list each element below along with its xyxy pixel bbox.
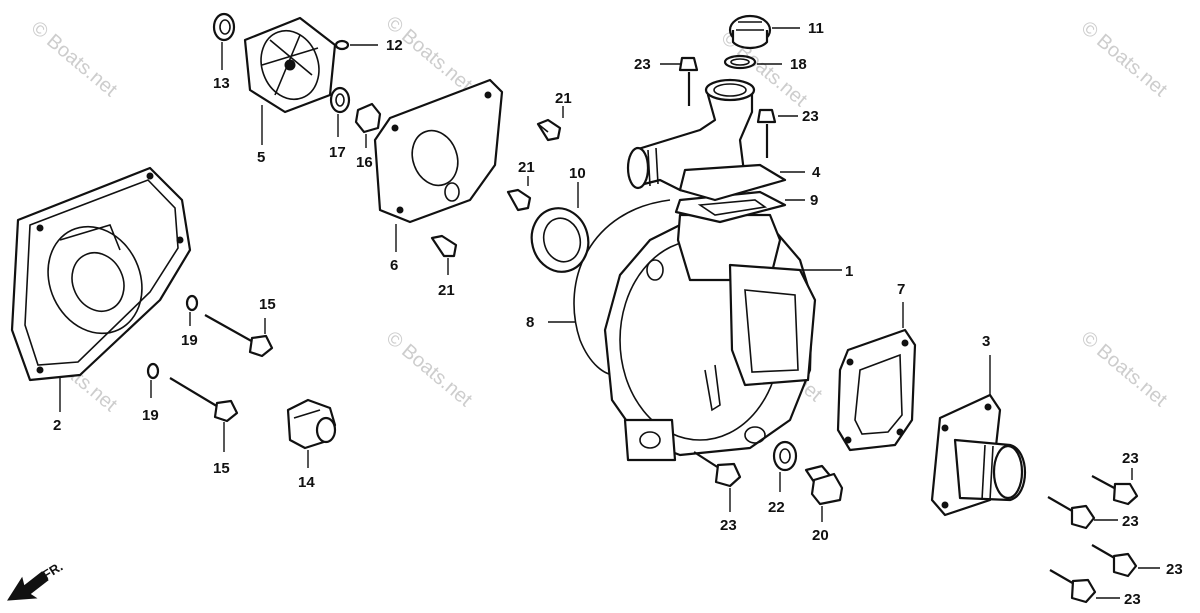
part-12-key[interactable]	[334, 39, 350, 51]
callout-15: 15	[259, 296, 276, 313]
watermark: © Boats.net	[382, 12, 477, 96]
part-15-bolt-b[interactable]	[169, 377, 239, 423]
watermark: © Boats.net	[382, 327, 477, 411]
callout-23: 23	[720, 517, 737, 534]
part-15-bolt-a[interactable]	[204, 314, 274, 358]
watermarks: © Boats.net © Boats.net © Boats.net © Bo…	[27, 12, 1172, 416]
part-17-washer[interactable]	[329, 86, 351, 114]
part-19-washer-b[interactable]	[146, 362, 160, 380]
part-22-washer[interactable]	[772, 440, 798, 472]
front-direction-indicator: FR.	[7, 559, 65, 601]
callout-12: 12	[386, 37, 403, 54]
callout-17: 17	[329, 144, 346, 161]
part-16-nut[interactable]	[354, 102, 382, 134]
callout-6: 6	[390, 257, 398, 274]
callout-23: 23	[1122, 513, 1139, 530]
callout-11: 11	[808, 20, 824, 37]
part-23-bolt-top-b[interactable]	[756, 108, 777, 158]
callout-13: 13	[213, 75, 230, 92]
callout-2: 2	[53, 417, 61, 434]
part-18-o-ring[interactable]	[723, 54, 757, 70]
callout-22: 22	[768, 499, 785, 516]
callout-19: 19	[142, 407, 159, 424]
callout-18: 18	[790, 56, 807, 73]
part-19-washer-a[interactable]	[185, 294, 199, 312]
part-8-o-ring[interactable]	[573, 199, 671, 376]
callout-10: 10	[569, 165, 586, 182]
callout-20: 20	[812, 527, 829, 544]
part-7-gasket[interactable]	[836, 328, 917, 452]
part-3-outlet-flange[interactable]	[930, 393, 1027, 517]
direction-arrow-icon	[7, 571, 49, 601]
callout-23: 23	[1122, 450, 1139, 467]
callout-14: 14	[298, 474, 315, 491]
callout-7: 7	[897, 281, 905, 298]
callout-21: 21	[518, 159, 535, 176]
watermark: © Boats.net	[1077, 17, 1172, 101]
callout-23: 23	[1166, 561, 1183, 578]
part-23-bolt-top-a[interactable]	[678, 56, 699, 106]
callout-8: 8	[526, 314, 534, 331]
part-5-impeller[interactable]	[243, 16, 337, 114]
part-21-bolt-a[interactable]	[536, 118, 562, 142]
part-23-bolt-right-c[interactable]	[1091, 544, 1138, 578]
part-23-bolt-lower[interactable]	[693, 451, 742, 488]
callout-21: 21	[438, 282, 455, 299]
callout-3: 3	[982, 333, 990, 350]
part-21-bolt-b[interactable]	[506, 188, 532, 212]
callout-15: 15	[213, 460, 230, 477]
callout-21: 21	[555, 90, 572, 107]
part-14-cushion[interactable]	[286, 398, 337, 450]
callout-1: 1	[845, 263, 853, 280]
watermark: © Boats.net	[27, 17, 122, 101]
callout-4: 4	[812, 164, 821, 181]
callout-19: 19	[181, 332, 198, 349]
callout-16: 16	[356, 154, 373, 171]
part-23-bolt-right-a[interactable]	[1091, 475, 1139, 506]
part-2-fan-cover[interactable]	[10, 166, 192, 382]
callout-9: 9	[810, 192, 818, 209]
watermark: © Boats.net	[1077, 327, 1172, 411]
callout-23: 23	[802, 108, 819, 125]
part-9-gasket[interactable]	[674, 190, 787, 224]
part-21-bolt-c[interactable]	[430, 234, 458, 258]
callout-23: 23	[634, 56, 651, 73]
callout-23: 23	[1124, 591, 1141, 608]
part-11-filler-cap[interactable]	[728, 14, 772, 50]
part-13-oil-seal[interactable]	[212, 12, 236, 42]
part-10-seal[interactable]	[525, 202, 596, 278]
part-23-bolt-right-d[interactable]	[1049, 569, 1097, 604]
part-20-drain-bolt[interactable]	[804, 464, 844, 506]
part-23-bolt-right-b[interactable]	[1047, 496, 1096, 530]
part-1-pump-casing[interactable]	[603, 213, 817, 462]
part-4-inlet-elbow[interactable]	[626, 78, 787, 202]
callout-5: 5	[257, 149, 265, 166]
part-6-plate[interactable]	[373, 78, 504, 224]
